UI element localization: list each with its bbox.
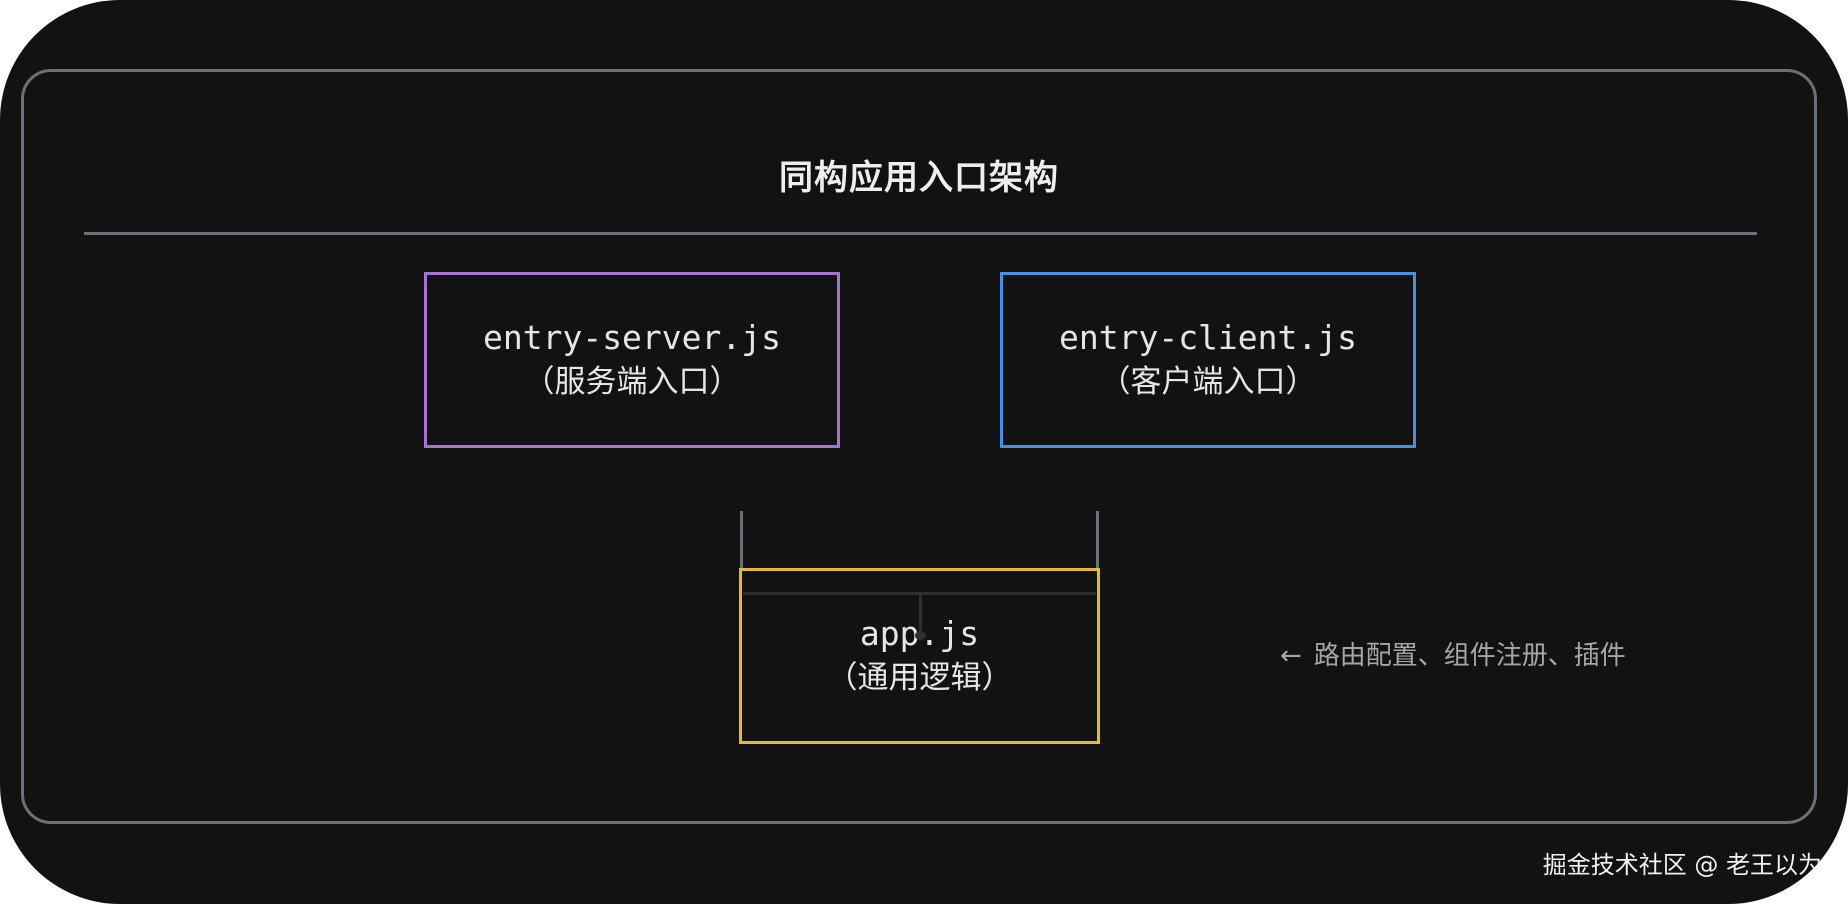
title-divider bbox=[84, 232, 1757, 235]
entry-client-node: entry-client.js （客户端入口） bbox=[1000, 272, 1416, 448]
app-annotation: ← 路由配置、组件注册、插件 bbox=[1280, 638, 1626, 674]
entry-client-filename: entry-client.js bbox=[1058, 318, 1357, 357]
merge-connector-horizontal bbox=[743, 592, 1096, 595]
merge-connector-vertical bbox=[919, 594, 922, 636]
left-arrow-icon: ← bbox=[1280, 641, 1302, 671]
entry-server-node: entry-server.js （服务端入口） bbox=[424, 272, 840, 448]
diagram-frame bbox=[21, 69, 1817, 824]
server-to-app-connector bbox=[740, 511, 743, 570]
entry-server-filename: entry-server.js bbox=[482, 318, 781, 357]
client-to-app-connector bbox=[1096, 511, 1099, 570]
entry-server-label: （服务端入口） bbox=[523, 364, 741, 400]
entry-client-label: （客户端入口） bbox=[1099, 364, 1317, 400]
app-annotation-text: 路由配置、组件注册、插件 bbox=[1313, 641, 1626, 671]
watermark: 掘金技术社区 @ 老王以为 bbox=[1542, 851, 1822, 879]
app-label: （通用逻辑） bbox=[826, 660, 1013, 696]
diagram-title: 同构应用入口架构 bbox=[779, 158, 1059, 198]
merge-connector-arrowhead bbox=[915, 631, 926, 640]
